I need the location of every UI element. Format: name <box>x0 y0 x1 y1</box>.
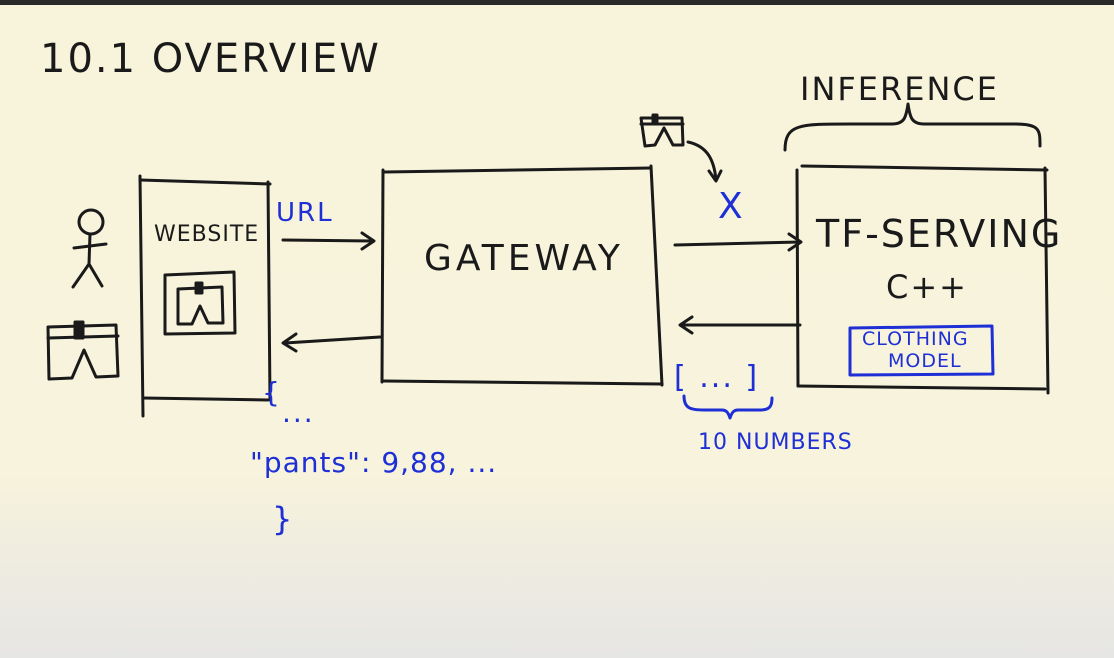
pants-to-x-arrow <box>686 140 718 182</box>
clothing-model-box <box>848 324 995 377</box>
x-label: X <box>718 186 745 227</box>
numbers-brace <box>682 394 774 420</box>
arrow-gateway-to-website <box>283 335 382 345</box>
top-border <box>0 0 1114 5</box>
tf-serving-box <box>795 164 1050 395</box>
page-title: 10.1 OVERVIEW <box>40 36 381 82</box>
website-box <box>138 174 272 418</box>
cpp-label: C++ <box>886 268 968 306</box>
gateway-label: GATEWAY <box>424 238 624 279</box>
inference-brace <box>783 102 1042 152</box>
json-pants-line: "pants": 9,88, ... <box>250 446 498 479</box>
json-close-brace: } <box>272 500 295 538</box>
pants-icon-left <box>46 320 120 381</box>
tf-serving-label: TF-SERVING <box>816 212 1063 256</box>
json-ellipsis: ... <box>282 396 315 429</box>
pants-icon-top <box>639 113 685 148</box>
json-open-brace: { <box>262 376 282 409</box>
model-label-line1: CLOTHING <box>862 328 969 350</box>
url-label: URL <box>276 198 334 228</box>
user-figure-icon <box>71 208 108 289</box>
numbers-label: 10 NUMBERS <box>698 430 853 455</box>
inference-label: INFERENCE <box>800 70 999 108</box>
gateway-box <box>380 164 664 387</box>
model-label-line2: MODEL <box>888 350 962 372</box>
website-label: WEBSITE <box>154 222 260 247</box>
array-label: [ ... ] <box>674 360 760 395</box>
arrow-gateway-to-tf <box>673 240 802 247</box>
arrow-url-to-gateway <box>281 238 374 243</box>
